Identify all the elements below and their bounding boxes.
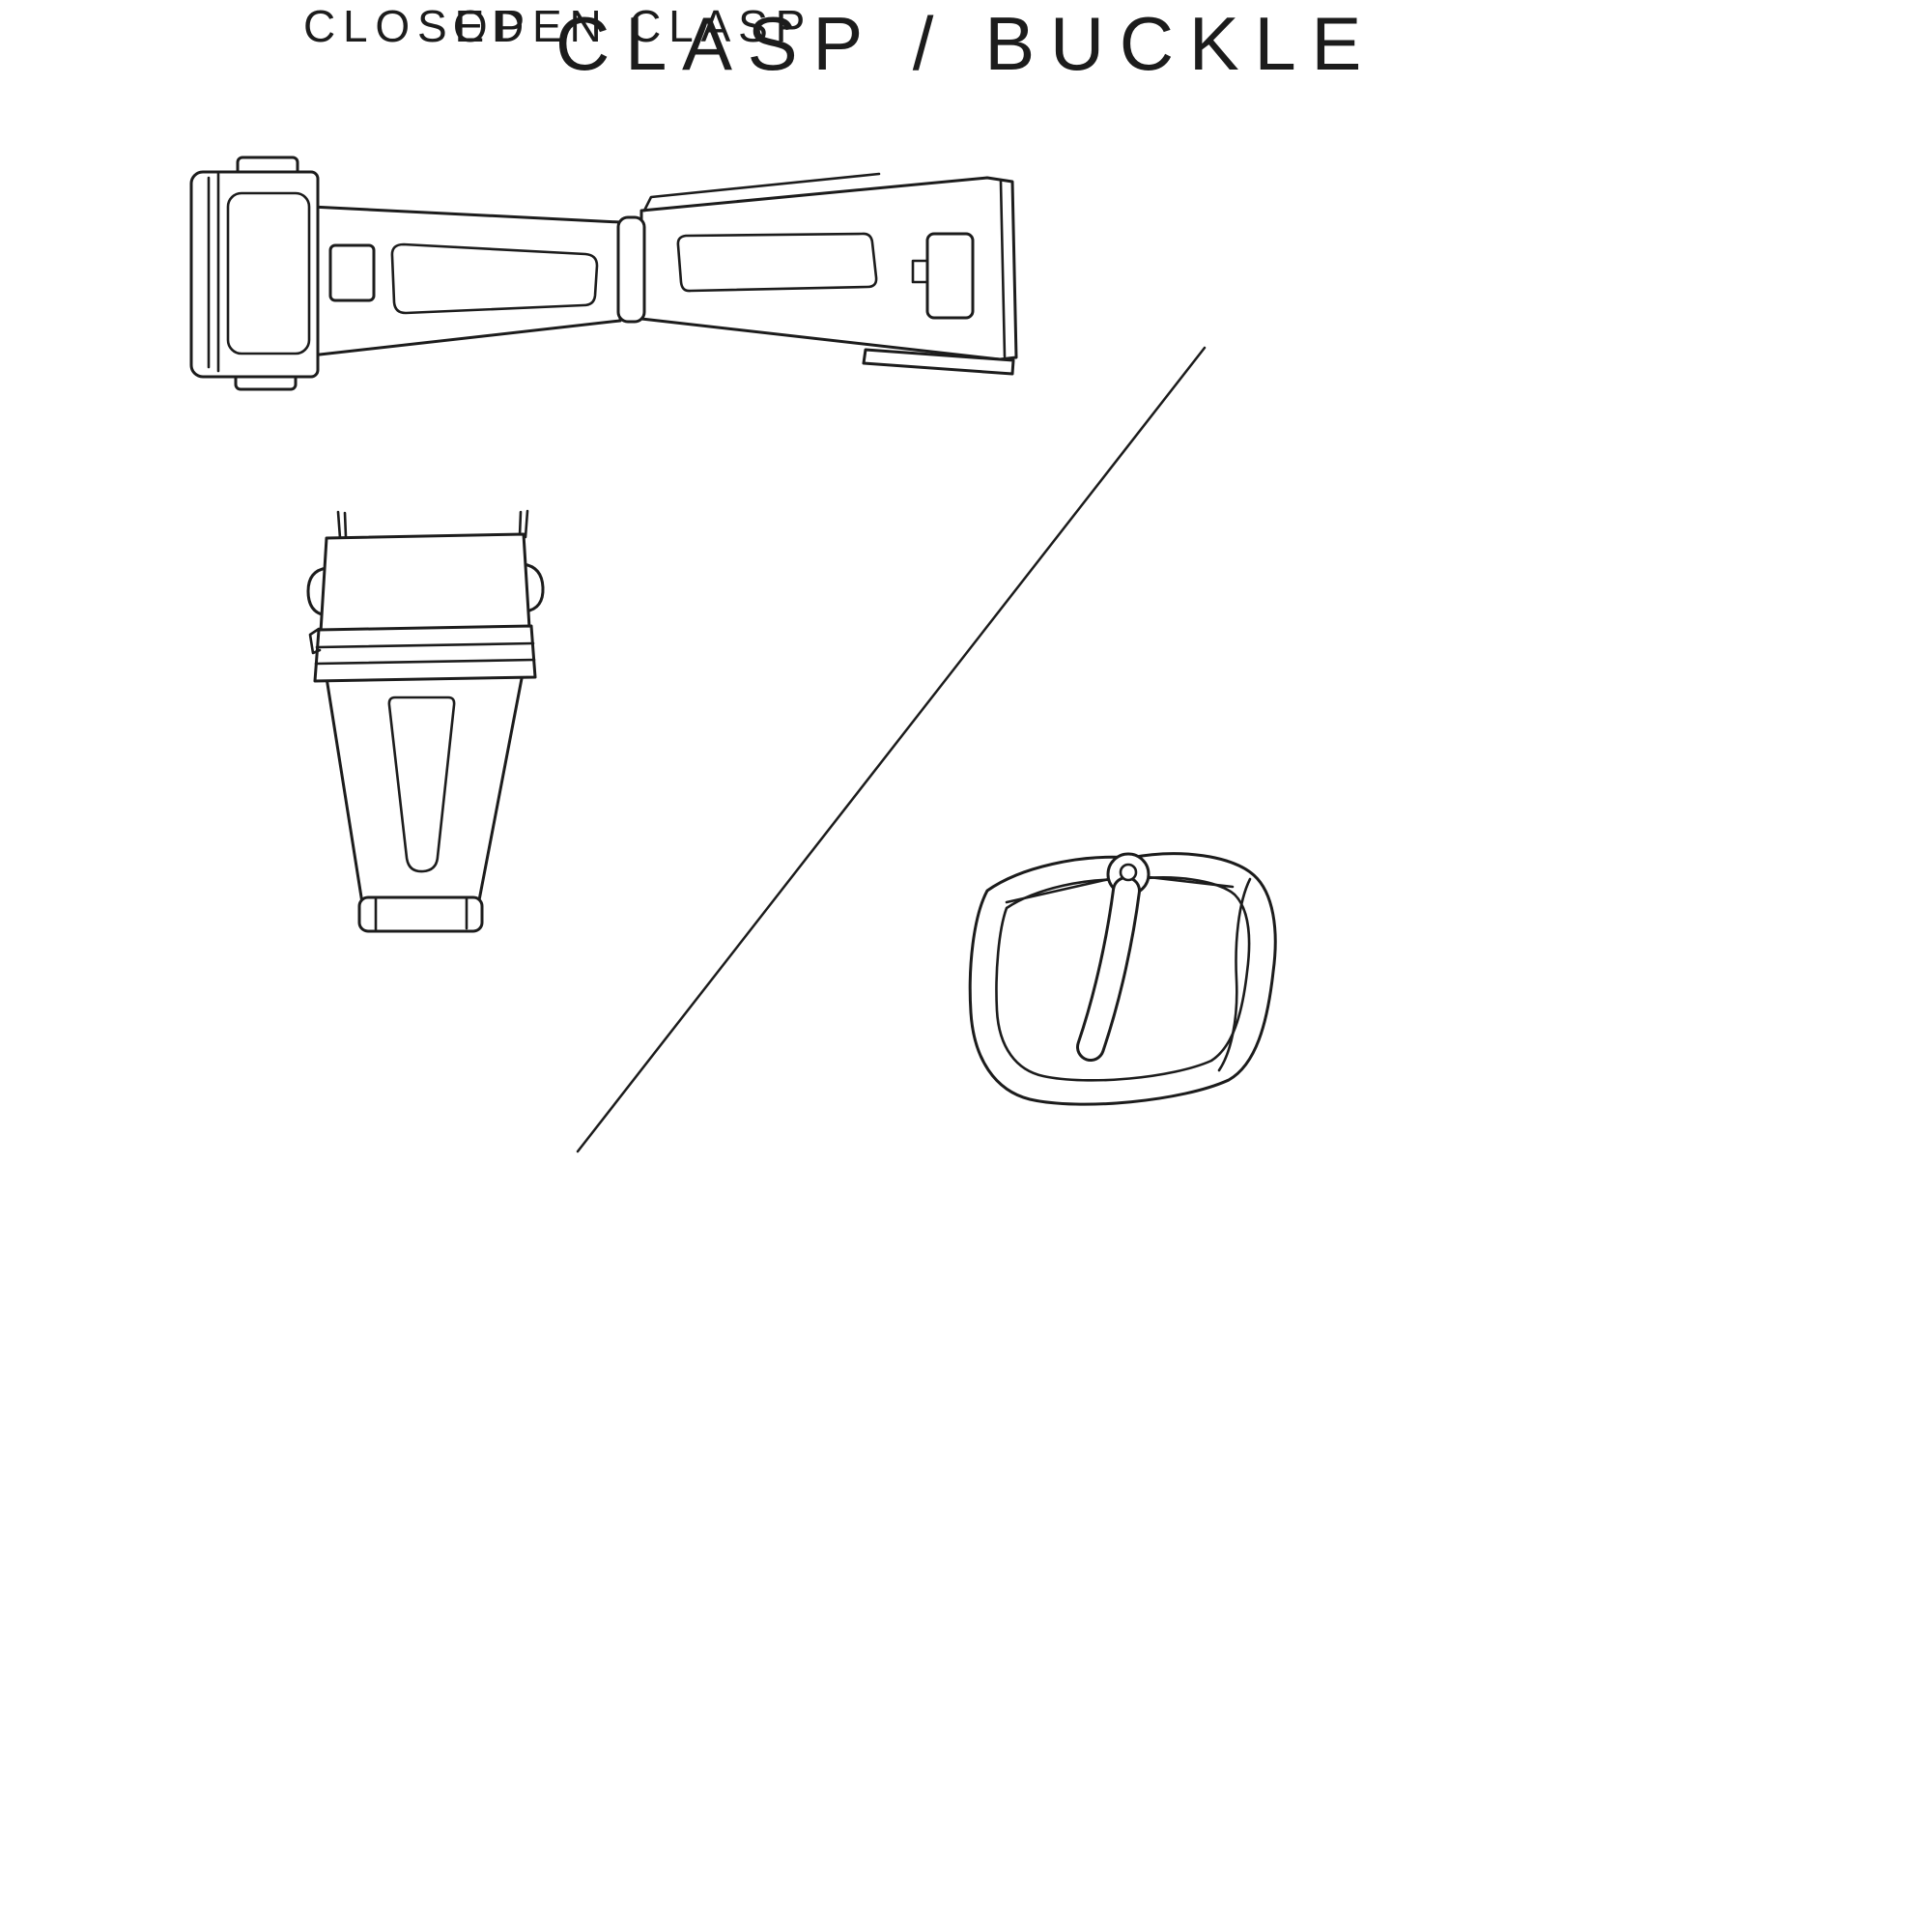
open-clasp-label: OPEN CLASP (452, 1, 813, 51)
closed-clasp-illustration (306, 509, 545, 933)
closed-clasp-label: CLOSED (302, 1, 532, 51)
diagonal-divider-line (576, 346, 1207, 1153)
page-title: CLASP / BUCKLE (555, 1, 1377, 86)
open-clasp-illustration (189, 156, 1018, 391)
buckle-illustration (968, 852, 1277, 1106)
